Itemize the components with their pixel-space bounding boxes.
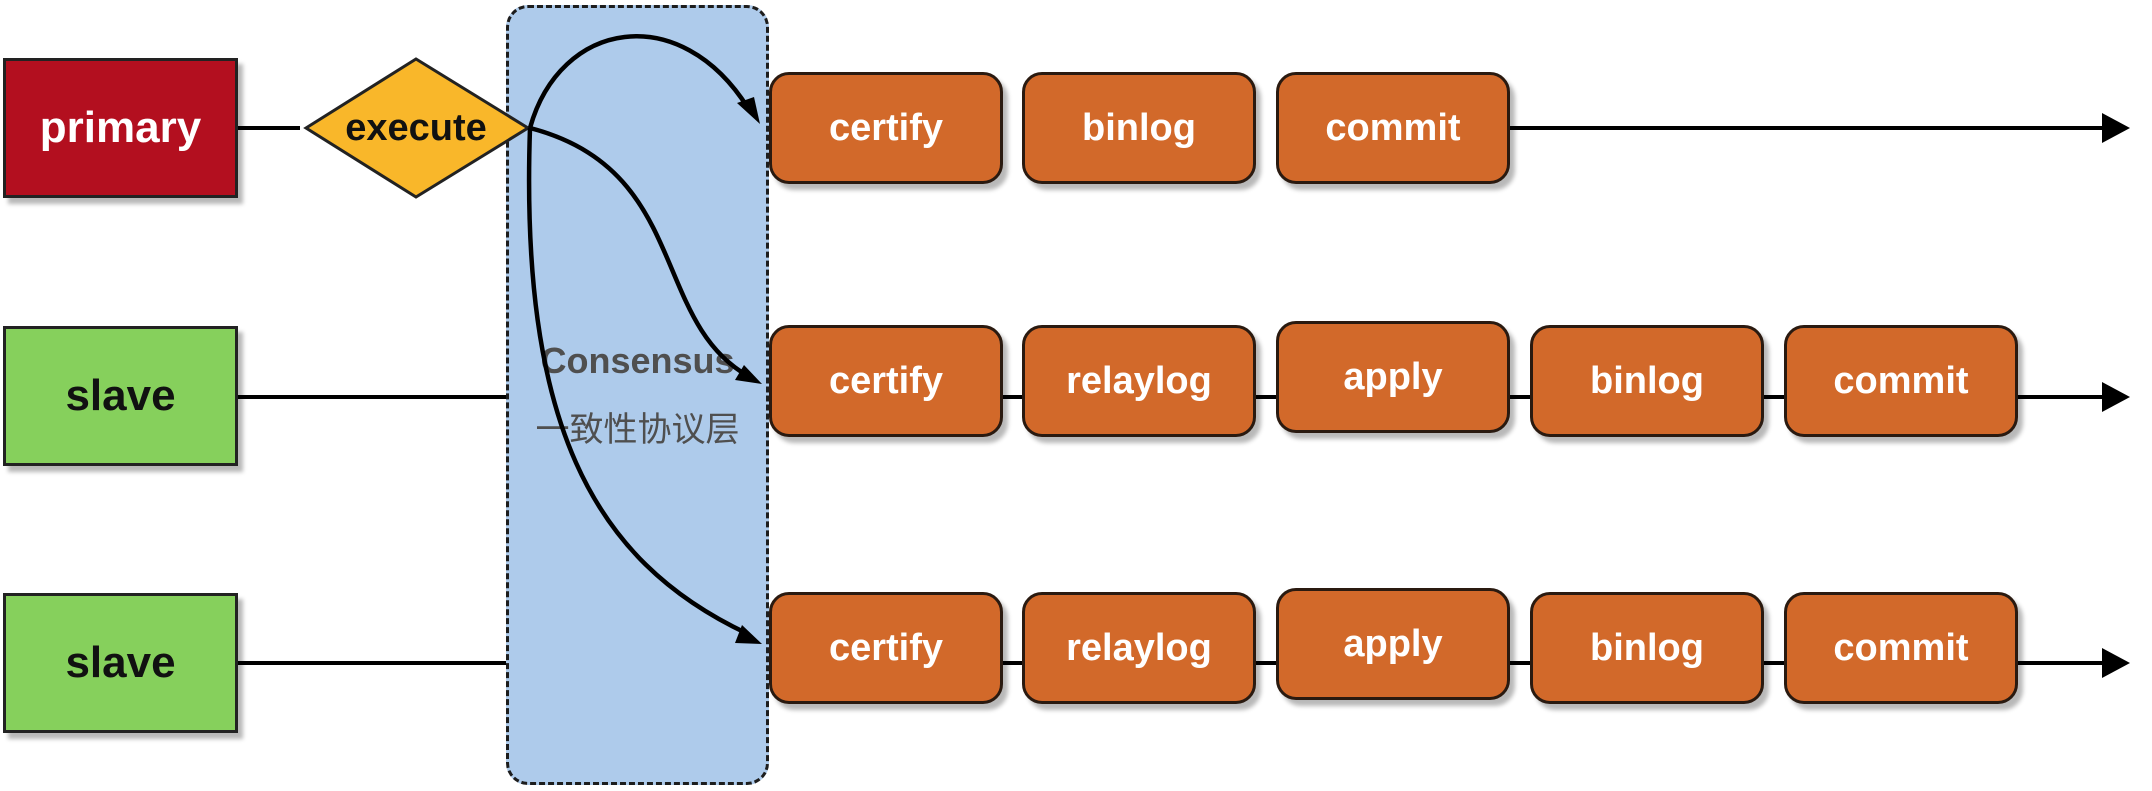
stage-label: commit (1833, 626, 1969, 669)
slave-node-2-label: slave (65, 638, 176, 687)
slave2-stage-relaylog: relaylog (1022, 592, 1256, 704)
stage-label: relaylog (1066, 626, 1212, 669)
slave-node-1: slave (3, 326, 238, 466)
slave-node-2: slave (3, 593, 238, 733)
arrow-slave2-end (2102, 648, 2130, 678)
slave1-stage-certify: certify (769, 325, 1003, 437)
slave1-stage-commit: commit (1784, 325, 2018, 437)
slave2-stage-apply: apply (1276, 588, 1510, 700)
arrow-execute-to-slave2-certify (526, 127, 749, 637)
stage-label: certify (828, 106, 944, 149)
arrow-slave1-end (2102, 382, 2130, 412)
consensus-label-en: Consensus (540, 340, 735, 381)
slave2-stage-certify: certify (769, 592, 1003, 704)
primary-stage-certify: certify (769, 72, 1003, 184)
stage-label: apply (1343, 355, 1443, 398)
primary-stage-commit: commit (1276, 72, 1510, 184)
primary-node: primary (3, 58, 238, 198)
arrow-execute-to-primary-certify (527, 34, 750, 129)
stage-label: commit (1325, 106, 1461, 149)
arrow-primary-end (2102, 113, 2130, 143)
arrow-execute-to-primary-certify-head (737, 97, 760, 124)
slave2-stage-commit: commit (1784, 592, 2018, 704)
slave1-stage-relaylog: relaylog (1022, 325, 1256, 437)
stage-label: certify (828, 626, 944, 669)
arrow-execute-to-slave2-certify-head (735, 625, 762, 644)
stage-label: relaylog (1066, 359, 1212, 402)
stage-label: apply (1343, 622, 1443, 665)
arrow-execute-to-slave1-certify (529, 125, 750, 378)
stage-label: binlog (1590, 626, 1704, 669)
stage-label: commit (1833, 359, 1969, 402)
stage-label: certify (828, 359, 944, 402)
slave1-stage-apply: apply (1276, 321, 1510, 433)
arrow-execute-to-slave1-certify-head (735, 365, 762, 384)
stage-label: binlog (1590, 359, 1704, 402)
slave1-stage-binlog: binlog (1530, 325, 1764, 437)
execute-label: execute (345, 106, 487, 149)
primary-node-label: primary (39, 103, 202, 152)
stage-label: binlog (1082, 106, 1196, 149)
slave2-stage-binlog: binlog (1530, 592, 1764, 704)
slave-node-1-label: slave (65, 371, 176, 420)
primary-stage-binlog: binlog (1022, 72, 1256, 184)
